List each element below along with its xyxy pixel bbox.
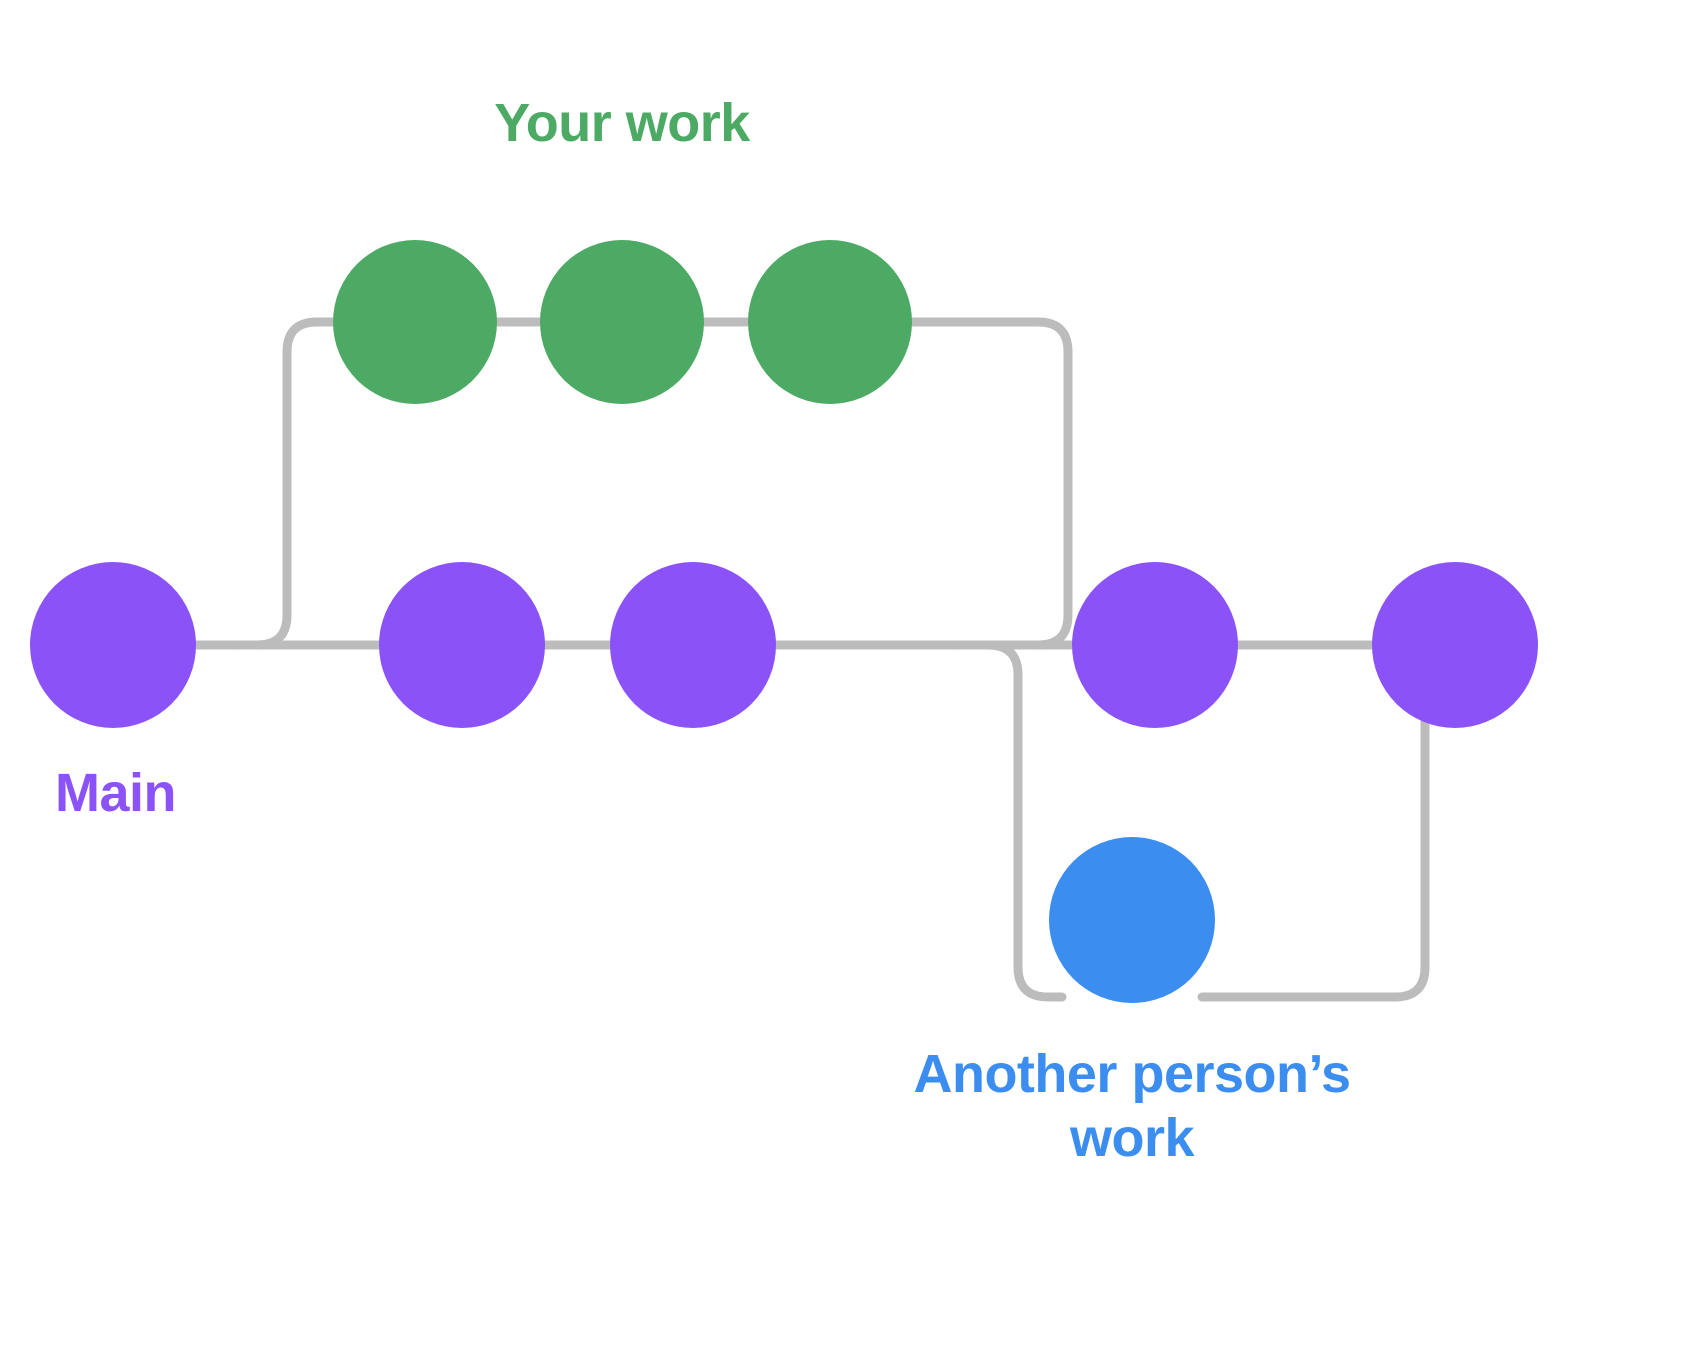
commit-node-main-commit-2[interactable] bbox=[379, 562, 545, 728]
branch-label-your-work: Your work bbox=[494, 93, 750, 153]
commit-node-green-commit-1[interactable] bbox=[333, 240, 497, 404]
commit-node-main-commit-1[interactable] bbox=[30, 562, 196, 728]
commit-node-main-commit-4[interactable] bbox=[1072, 562, 1238, 728]
commit-node-group bbox=[30, 240, 1538, 1003]
connector-branch-out-green bbox=[235, 317, 338, 650]
connector-branch-out-blue bbox=[955, 640, 1067, 1002]
connector-merge-in-green bbox=[907, 317, 1073, 650]
commit-node-main-commit-3[interactable] bbox=[610, 562, 776, 728]
branch-label-another-person: Another person’s work bbox=[913, 1044, 1351, 1168]
commit-node-blue-commit-1[interactable] bbox=[1049, 837, 1215, 1003]
commit-node-main-commit-5[interactable] bbox=[1372, 562, 1538, 728]
commit-node-green-commit-3[interactable] bbox=[748, 240, 912, 404]
branch-label-main: Main bbox=[55, 763, 177, 823]
commit-node-green-commit-2[interactable] bbox=[540, 240, 704, 404]
